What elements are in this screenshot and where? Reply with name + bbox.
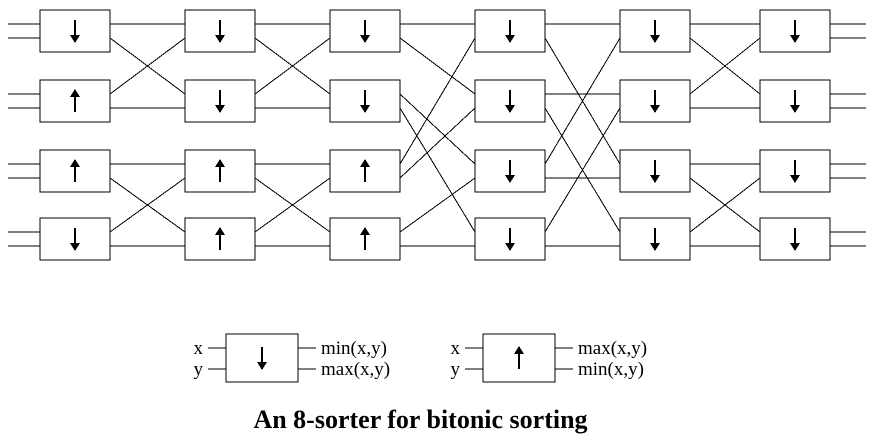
down-arrow-icon (215, 90, 225, 113)
up-arrow-icon (215, 227, 225, 250)
legend-input-y-label: y (451, 359, 461, 380)
wire (399, 177, 476, 233)
down-arrow-icon (790, 90, 800, 113)
up-arrow-icon (215, 159, 225, 182)
comparator-box (39, 217, 111, 261)
up-arrow-icon (70, 89, 80, 112)
arrowhead (505, 105, 515, 113)
down-arrow-icon (790, 228, 800, 251)
figure-caption: An 8-sorter for bitonic sorting (253, 405, 588, 434)
wire (399, 37, 476, 165)
arrowhead (70, 243, 80, 251)
up-arrow-icon (360, 159, 370, 182)
down-arrow-icon (505, 90, 515, 113)
down-arrow-icon (257, 347, 267, 370)
wire (399, 107, 476, 233)
up-arrow-icon (70, 159, 80, 182)
arrowhead (215, 35, 225, 43)
arrowhead (215, 159, 225, 167)
legend-output-max-label: max(x,y) (321, 359, 390, 380)
down-arrow-icon (505, 228, 515, 251)
arrowhead (505, 243, 515, 251)
wire (399, 107, 476, 179)
arrowhead (790, 35, 800, 43)
arrowhead (650, 105, 660, 113)
down-arrow-icon (360, 90, 370, 113)
legend-output-min-label: min(x,y) (321, 338, 387, 359)
arrowhead (790, 105, 800, 113)
arrowhead (360, 105, 370, 113)
down-arrow-icon (650, 20, 660, 43)
legend-descending-comparator: x y min(x,y) max(x,y) (194, 333, 390, 383)
legend-input-x-label: x (451, 338, 461, 359)
down-arrow-icon (650, 90, 660, 113)
arrowhead (505, 175, 515, 183)
legend-output-max-label: max(x,y) (578, 338, 647, 359)
legend-output-min-label: min(x,y) (578, 359, 644, 380)
down-arrow-icon (650, 160, 660, 183)
down-arrow-icon (215, 20, 225, 43)
legend-ascending-comparator: x y max(x,y) min(x,y) (451, 333, 647, 383)
arrowhead (505, 35, 515, 43)
comparator-box (619, 217, 691, 261)
wire (109, 37, 186, 95)
arrowhead (790, 243, 800, 251)
wire (254, 177, 331, 233)
legend-input-y-label: y (194, 359, 204, 380)
down-arrow-icon (360, 20, 370, 43)
legend-input-x-label: x (194, 338, 204, 359)
arrowhead (70, 159, 80, 167)
down-arrow-icon (505, 20, 515, 43)
up-arrow-icon (360, 227, 370, 250)
down-arrow-icon (70, 20, 80, 43)
arrowhead (360, 227, 370, 235)
arrowhead (70, 35, 80, 43)
down-arrow-icon (790, 20, 800, 43)
arrowhead (650, 35, 660, 43)
arrowhead (360, 159, 370, 167)
down-arrow-icon (505, 160, 515, 183)
arrowhead (215, 227, 225, 235)
up-arrow-icon (514, 346, 524, 369)
arrowhead (650, 175, 660, 183)
wire (109, 177, 186, 233)
wire (399, 37, 476, 95)
down-arrow-icon (790, 160, 800, 183)
wire (544, 107, 621, 233)
wire (689, 177, 761, 233)
comparator-box (39, 79, 111, 123)
down-arrow-icon (70, 228, 80, 251)
arrowhead (70, 89, 80, 97)
arrowhead (257, 362, 267, 370)
network-layer (8, 9, 866, 261)
wire (399, 93, 476, 165)
down-arrow-icon (257, 347, 267, 370)
down-arrow-icon (650, 228, 660, 251)
arrowhead (650, 243, 660, 251)
arrowhead (790, 175, 800, 183)
arrowhead (360, 35, 370, 43)
arrowhead (215, 105, 225, 113)
wire (689, 37, 761, 95)
arrowhead (514, 346, 524, 354)
wire (254, 37, 331, 95)
up-arrow-icon (514, 346, 524, 369)
wire (544, 37, 621, 165)
